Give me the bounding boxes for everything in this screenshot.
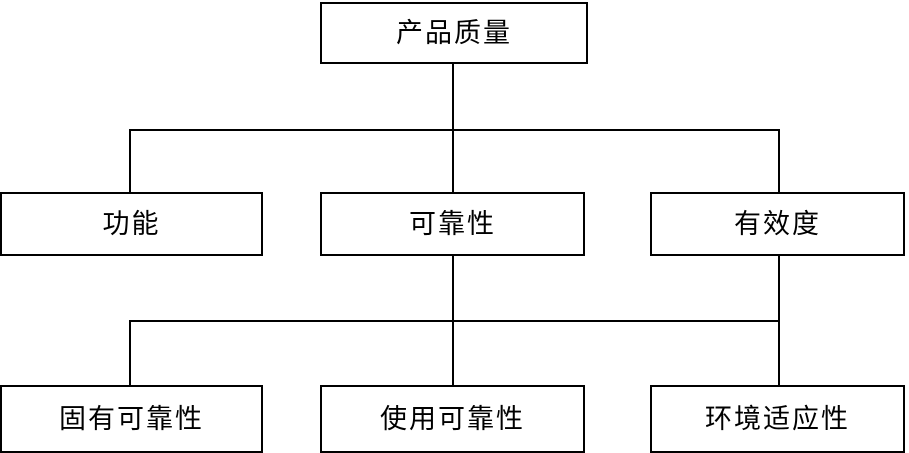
connector-drop-environment (778, 320, 780, 387)
node-label-availability: 有效度 (734, 208, 821, 240)
node-box-reliability[interactable]: 可靠性 (320, 192, 585, 256)
node-label-operational-reliability: 使用可靠性 (380, 403, 525, 435)
node-box-product-quality[interactable]: 产品质量 (320, 2, 588, 64)
connector-level2-bus (129, 129, 780, 131)
connector-availability-rail (778, 256, 780, 322)
node-label-environmental-adaptability: 环境适应性 (705, 403, 850, 435)
connector-root-stem (452, 64, 454, 131)
node-label-function: 功能 (102, 208, 161, 240)
connector-drop-reliability (452, 129, 454, 194)
connector-level3-bus (129, 320, 780, 322)
node-label-product-quality: 产品质量 (396, 17, 512, 49)
node-label-inherent-reliability: 固有可靠性 (59, 403, 204, 435)
connector-drop-availability (778, 129, 780, 194)
node-box-function[interactable]: 功能 (0, 192, 263, 256)
connector-reliability-stem (452, 256, 454, 322)
connector-drop-inherent (129, 320, 131, 387)
connector-drop-operational (452, 320, 454, 387)
node-box-availability[interactable]: 有效度 (650, 192, 905, 256)
node-box-operational-reliability[interactable]: 使用可靠性 (320, 385, 585, 453)
node-label-reliability: 可靠性 (409, 208, 496, 240)
node-box-inherent-reliability[interactable]: 固有可靠性 (0, 385, 263, 453)
node-box-environmental-adaptability[interactable]: 环境适应性 (650, 385, 905, 453)
connector-drop-function (129, 129, 131, 194)
